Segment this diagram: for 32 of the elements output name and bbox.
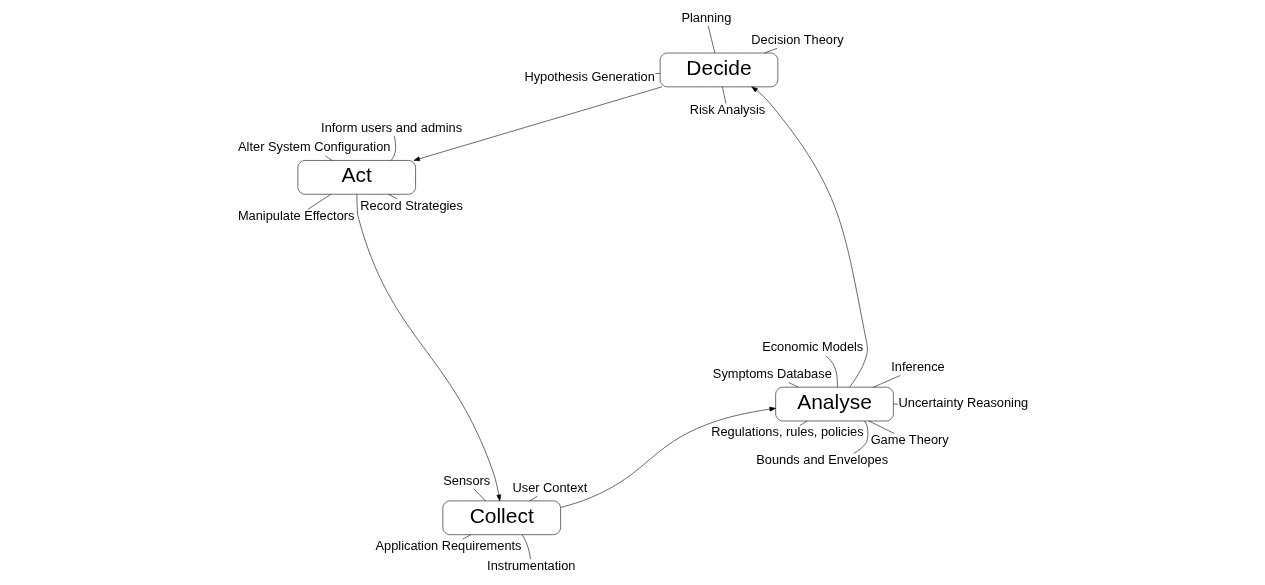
node-text: Economic Models bbox=[761, 339, 863, 355]
node-box: Collect bbox=[442, 500, 561, 535]
node-box: Analyse bbox=[774, 386, 894, 422]
node-text: Symptoms Database bbox=[712, 366, 832, 382]
node-box: Act bbox=[297, 160, 416, 195]
node-text: Alter System Configuration bbox=[237, 139, 390, 155]
node-text: Planning bbox=[680, 9, 731, 25]
arrow bbox=[750, 86, 868, 388]
node-text: Game Theory bbox=[870, 432, 949, 448]
node-text: Inference bbox=[890, 359, 945, 375]
node-text: Decision Theory bbox=[750, 32, 844, 48]
connector bbox=[799, 420, 807, 426]
arrow bbox=[413, 86, 662, 161]
node-text: Hypothesis Generation bbox=[523, 68, 655, 84]
connector bbox=[324, 155, 332, 161]
connector bbox=[529, 495, 538, 502]
arrow bbox=[356, 194, 501, 502]
node-text: Uncertainty Reasoning bbox=[898, 395, 1028, 411]
node-text: Record Strategies bbox=[359, 197, 463, 213]
node-text: Manipulate Effectors bbox=[237, 208, 354, 224]
node-text: Inform users and admins bbox=[320, 119, 462, 135]
node-box: Decide bbox=[659, 52, 778, 88]
connector bbox=[307, 194, 331, 210]
node-text: Sensors bbox=[442, 472, 490, 488]
arrow bbox=[559, 406, 776, 508]
connector bbox=[387, 194, 397, 200]
node-text: User Context bbox=[512, 479, 587, 495]
node-text: Regulations, rules, policies bbox=[710, 424, 864, 440]
node-text: Risk Analysis bbox=[689, 102, 765, 118]
node-text: Bounds and Envelopes bbox=[755, 452, 888, 468]
node-text: Application Requirements bbox=[375, 538, 522, 554]
node-text: Instrumentation bbox=[486, 558, 575, 574]
